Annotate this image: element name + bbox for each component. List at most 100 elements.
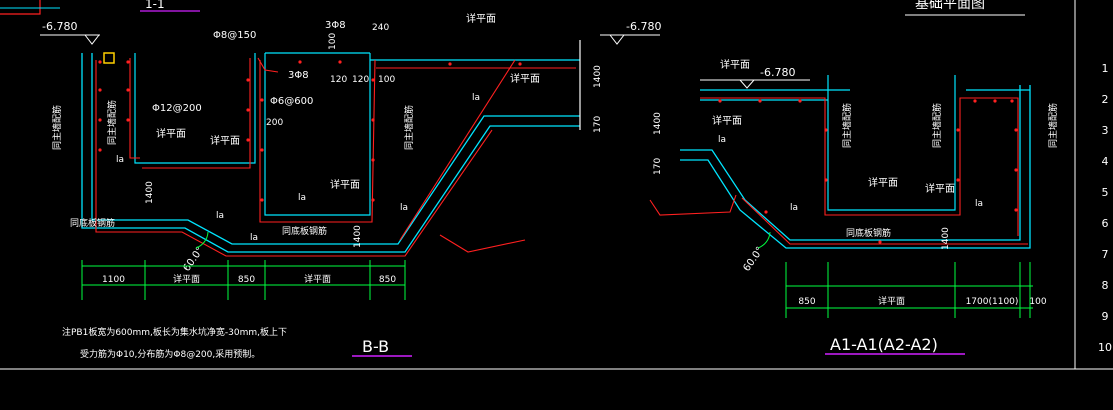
bb-pit-right bbox=[264, 53, 371, 216]
bb-elev-right-text: -6.780 bbox=[626, 20, 661, 33]
bb-note-wall-1: 同主墙配筋 bbox=[51, 105, 63, 150]
a1-bottom-dim-3: 100 bbox=[1029, 297, 1046, 307]
bb-xiangping-1: 详平面 bbox=[466, 12, 496, 25]
table-row-number: 10 bbox=[1098, 341, 1112, 354]
a1-dim-1400: 1400 bbox=[653, 112, 663, 135]
a1-note-slab: 同底板钢筋 bbox=[846, 227, 891, 239]
partial-section-title: 1-1 bbox=[145, 0, 165, 11]
bb-dim-1400-r: 1400 bbox=[593, 65, 603, 88]
table-row-number: 9 bbox=[1102, 310, 1109, 323]
table-row-number: 8 bbox=[1102, 279, 1109, 292]
bb-bottom-dim-0: 1100 bbox=[102, 275, 125, 285]
bb-xiangping-4: 详平面 bbox=[210, 134, 240, 147]
bb-rebar-corner bbox=[257, 57, 279, 73]
table-row-number: 1 bbox=[1102, 62, 1109, 75]
a1-rebar-dots bbox=[718, 99, 1018, 244]
bb-rebar-pit-bottom bbox=[142, 58, 251, 169]
bb-bottom-dim-1: 详平面 bbox=[173, 273, 200, 285]
bb-xiangping-2: 详平面 bbox=[510, 72, 540, 85]
a1-concrete-inner bbox=[680, 85, 1031, 249]
a1-note-wall-3: 同主墙配筋 bbox=[1047, 103, 1059, 148]
bb-pit-left bbox=[134, 53, 256, 164]
section-bb: -6.780 -6.780 Φ8@150 3Φ8 3Φ8 Φ6@600 Φ12@… bbox=[40, 12, 661, 360]
a1-section-title: A1-A1(A2-A2) bbox=[830, 335, 938, 354]
table-row-number: 6 bbox=[1102, 217, 1109, 230]
a1-xiangping-4: 详平面 bbox=[925, 182, 955, 195]
bb-la-3: la bbox=[400, 203, 408, 213]
a1-rebar-hook bbox=[649, 194, 737, 216]
bb-dim-120b: 120 bbox=[352, 75, 369, 85]
bb-rebar-pit2 bbox=[259, 59, 376, 223]
bb-la-5: la bbox=[216, 211, 224, 221]
bb-note-wall-2: 同主墙配筋 bbox=[106, 100, 118, 145]
plan-title: 基础平面图 bbox=[915, 0, 985, 12]
bb-xiangping-3: 详平面 bbox=[156, 127, 186, 140]
bb-rebar-dots bbox=[98, 60, 522, 202]
a1-elev-text: -6.780 bbox=[760, 66, 795, 79]
bb-section-title: B-B bbox=[362, 337, 389, 356]
bb-la-2: la bbox=[298, 193, 306, 203]
bb-dim-100: 100 bbox=[328, 33, 338, 50]
bb-rebar-outer bbox=[95, 60, 493, 257]
table-row-number: 2 bbox=[1102, 93, 1109, 106]
a1-note-wall-1: 同主墙配筋 bbox=[841, 103, 853, 148]
section-a1: -6.780 1400 170 1400 详平面 详平面 详平面 详平面 la … bbox=[649, 58, 1059, 355]
a1-la-1: la bbox=[790, 203, 798, 213]
bb-spec-150: Φ8@150 bbox=[213, 30, 256, 41]
a1-angle-arc bbox=[757, 231, 771, 249]
bb-dim-240: 240 bbox=[372, 23, 389, 33]
bb-dim-1400-low: 1400 bbox=[353, 225, 363, 248]
bb-note-slab-2: 同底板钢筋 bbox=[70, 217, 115, 229]
a1-dim-chain bbox=[785, 262, 1033, 318]
a1-bottom-dim-0: 850 bbox=[798, 297, 815, 307]
bb-bottom-dim-2: 850 bbox=[238, 275, 255, 285]
a1-la-2: la bbox=[975, 199, 983, 209]
bb-xiangping-5: 详平面 bbox=[330, 178, 360, 191]
a1-pit bbox=[827, 75, 956, 211]
bb-elev-left-text: -6.780 bbox=[42, 20, 77, 33]
a1-rebar-bottom bbox=[741, 197, 1028, 245]
a1-note-wall-2: 同主墙配筋 bbox=[931, 103, 943, 148]
a1-xiangping-1: 详平面 bbox=[720, 58, 750, 71]
bb-dim-170-r: 170 bbox=[593, 116, 603, 133]
a1-rebar-main bbox=[700, 97, 1019, 236]
bb-dim-chain bbox=[81, 260, 406, 300]
bb-rebar-wall-left bbox=[129, 58, 140, 159]
a1-bottom-dim-2: 1700(1100) bbox=[966, 297, 1019, 307]
bb-spec-600: Φ6@600 bbox=[270, 96, 313, 107]
bb-rebar-hook bbox=[439, 234, 526, 253]
a1-la-3: la bbox=[718, 135, 726, 145]
bb-note-line2: 受力筋为Φ10,分布筋为Φ8@200,采用预制。 bbox=[80, 348, 260, 360]
bb-la-1: la bbox=[116, 155, 124, 165]
bb-bars-3d8-top: 3Φ8 bbox=[325, 20, 346, 31]
bb-dim-120a: 120 bbox=[330, 75, 347, 85]
bb-concrete-outer bbox=[81, 53, 580, 253]
table-row-number: 4 bbox=[1102, 155, 1109, 168]
bb-selection-marker bbox=[103, 52, 115, 64]
bb-rebar-slope bbox=[399, 59, 516, 241]
bb-elevation-left: -6.780 bbox=[40, 20, 100, 45]
bb-concrete-inner bbox=[91, 53, 580, 245]
a1-elevation: -6.780 bbox=[700, 66, 810, 89]
bb-bottom-dim-4: 850 bbox=[379, 275, 396, 285]
bb-la-4: la bbox=[472, 93, 480, 103]
bb-la-6: la bbox=[250, 233, 258, 243]
bb-note-line1: 注PB1板宽为600mm,板长为集水坑净宽-30mm,板上下 bbox=[62, 326, 287, 338]
bb-dim-100b: 100 bbox=[378, 75, 395, 85]
a1-concrete-outer bbox=[680, 85, 1021, 241]
partial-rebar bbox=[0, 0, 41, 15]
bb-bars-3d8-mid: 3Φ8 bbox=[288, 70, 309, 81]
a1-xiangping-3: 详平面 bbox=[868, 176, 898, 189]
bb-dim-200: 200 bbox=[266, 118, 283, 128]
bb-angle: 60.0° bbox=[181, 245, 206, 274]
a1-dim-170: 170 bbox=[653, 158, 663, 175]
bb-dim-1400-mid: 1400 bbox=[145, 181, 155, 204]
table-row-number: 3 bbox=[1102, 124, 1109, 137]
table-row-number: 7 bbox=[1102, 248, 1109, 261]
a1-xiangping-2: 详平面 bbox=[712, 114, 742, 127]
